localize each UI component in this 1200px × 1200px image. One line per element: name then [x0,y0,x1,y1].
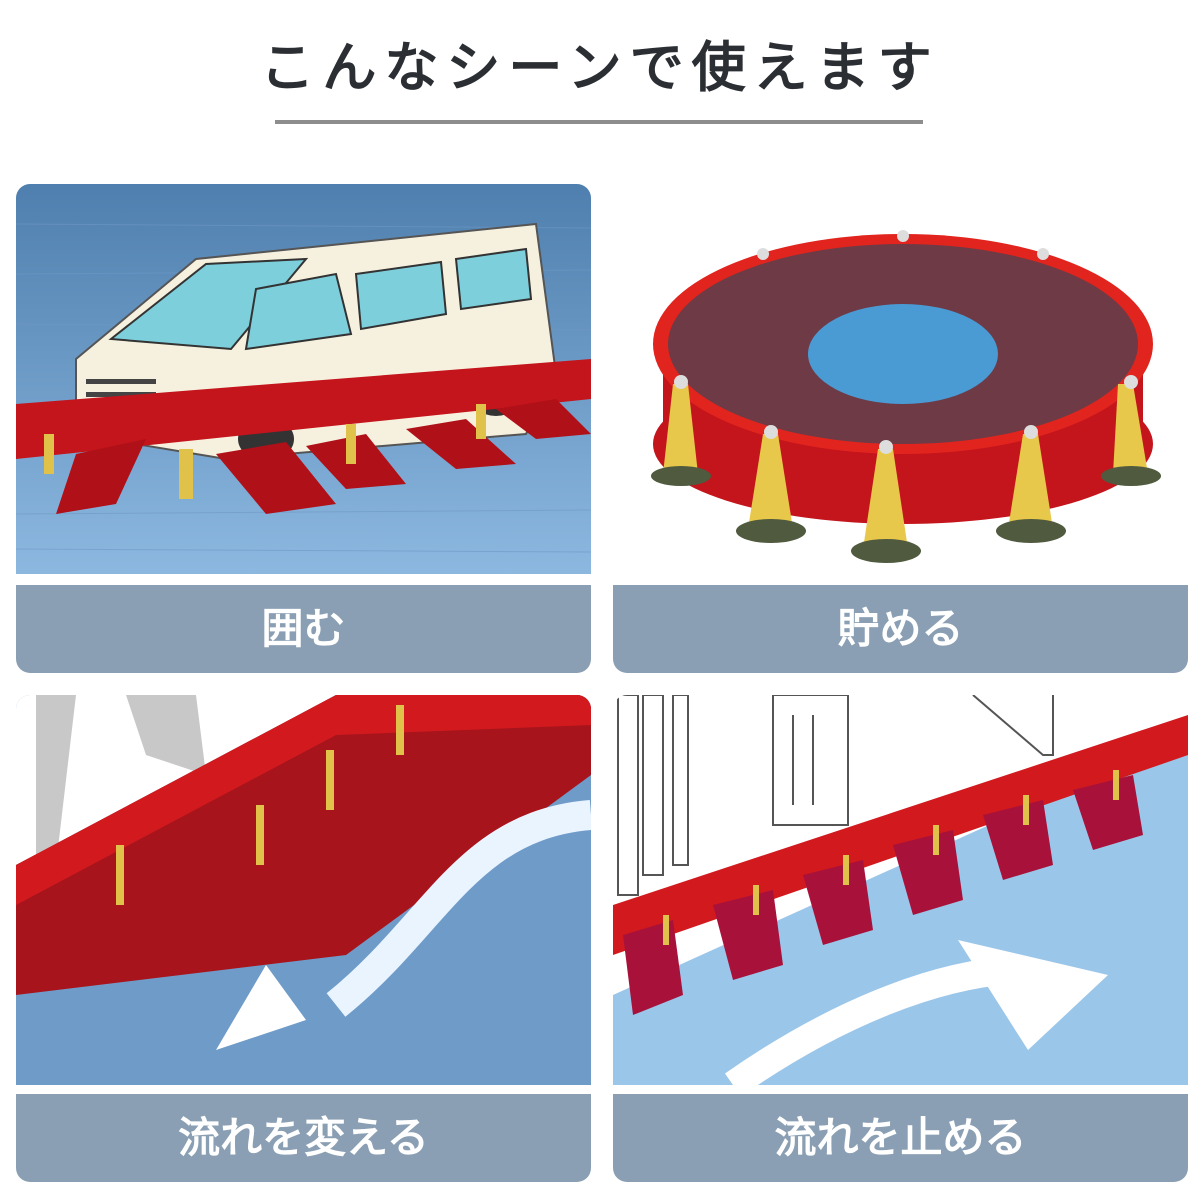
page-title: こんなシーンで使えます [260,36,940,99]
stop-flow-illustration [613,695,1188,1085]
scene-label-divert: 流れを変える [16,1094,591,1182]
divert-flow-illustration [16,695,591,1085]
scene-label-store: 貯める [613,585,1188,673]
title-underline [275,120,923,124]
van-flood-illustration [16,184,591,574]
scene-label-surround: 囲む [16,585,591,673]
scene-label-stop: 流れを止める [613,1094,1188,1182]
circular-barrier-illustration [613,184,1188,574]
